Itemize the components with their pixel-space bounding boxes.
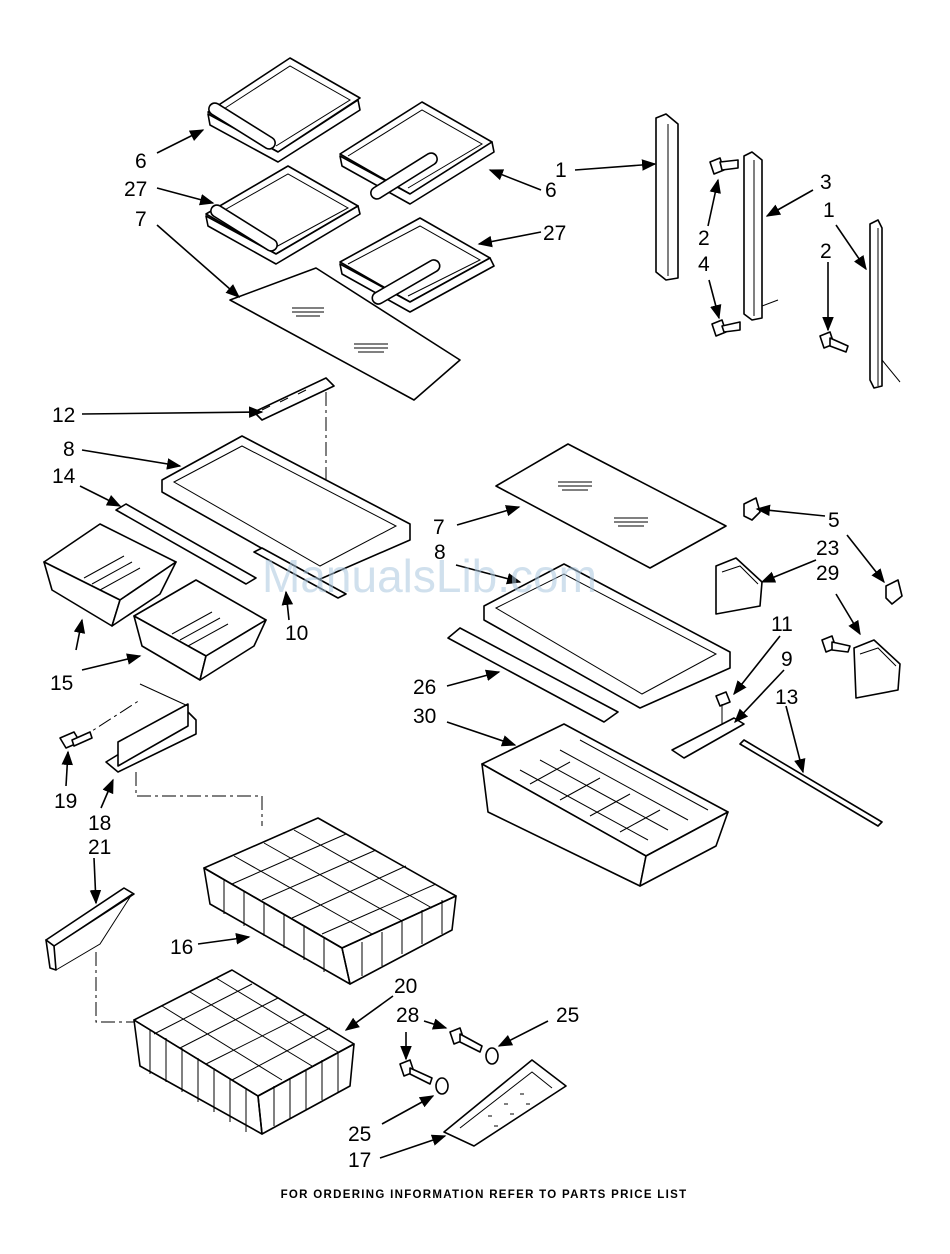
callout-13: 13 xyxy=(775,686,798,709)
rail-right xyxy=(870,220,900,388)
callout-27-left: 27 xyxy=(124,178,147,201)
callout-5: 5 xyxy=(828,509,840,532)
callout-25-right: 25 xyxy=(556,1004,579,1027)
tray xyxy=(444,1060,566,1146)
callout-28: 28 xyxy=(396,1004,419,1027)
callout-11: 11 xyxy=(771,613,793,636)
rail-center xyxy=(744,152,778,320)
rail-screw-2 xyxy=(712,320,740,336)
screw xyxy=(60,732,92,748)
shelf-support-right xyxy=(854,640,900,698)
callout-3: 3 xyxy=(820,171,832,194)
callout-2-right: 2 xyxy=(820,240,832,263)
footer-note: FOR ORDERING INFORMATION REFER TO PARTS … xyxy=(281,1189,688,1201)
callout-17: 17 xyxy=(348,1149,371,1172)
callout-20: 20 xyxy=(394,975,417,998)
shelf-support-left xyxy=(716,558,762,614)
callout-1-left: 1 xyxy=(555,159,567,182)
callout-10: 10 xyxy=(285,622,308,645)
callout-7-upper: 7 xyxy=(135,208,147,231)
tray-screw-lower xyxy=(400,1060,448,1094)
callout-1-right: 1 xyxy=(823,199,835,222)
callout-27-right: 27 xyxy=(543,222,566,245)
callout-2-upper: 2 xyxy=(698,227,710,250)
basket-bracket xyxy=(78,684,262,826)
pan-rod xyxy=(740,740,882,826)
callout-30: 30 xyxy=(413,705,436,728)
watermark: ManualsLib.com xyxy=(262,550,597,602)
rail-screw-3 xyxy=(820,332,848,352)
wire-basket-upper xyxy=(204,818,456,984)
callout-12: 12 xyxy=(52,404,75,427)
callout-6-left: 6 xyxy=(135,150,147,173)
callout-18: 18 xyxy=(88,812,111,835)
callout-6-right: 6 xyxy=(545,179,557,202)
crisper-shelf-top-right xyxy=(340,102,494,204)
callout-21: 21 xyxy=(88,836,111,859)
rail-left xyxy=(656,114,678,280)
callout-4: 4 xyxy=(698,253,710,276)
pan-screw xyxy=(716,692,730,724)
crisper-shelf-top-left xyxy=(207,58,360,162)
wire-basket-lower xyxy=(134,970,354,1134)
rail-screw-1 xyxy=(710,158,738,174)
callout-15: 15 xyxy=(50,672,73,695)
callout-29: 29 xyxy=(816,562,839,585)
clip-lower xyxy=(886,580,902,604)
callout-9: 9 xyxy=(781,648,793,671)
callout-23: 23 xyxy=(816,537,839,560)
callout-19: 19 xyxy=(54,790,77,813)
basket-divider xyxy=(46,888,134,1022)
support-screw xyxy=(822,636,850,652)
pan-bracket xyxy=(672,718,744,758)
callout-7-right: 7 xyxy=(433,516,445,539)
crisper-shelf-mid-left xyxy=(206,166,360,264)
tray-screw-upper xyxy=(450,1028,498,1064)
callout-16: 16 xyxy=(170,936,193,959)
callout-8-left: 8 xyxy=(63,438,75,461)
callout-14: 14 xyxy=(52,465,76,488)
callout-25-left: 25 xyxy=(348,1123,371,1146)
callout-26: 26 xyxy=(413,676,436,699)
